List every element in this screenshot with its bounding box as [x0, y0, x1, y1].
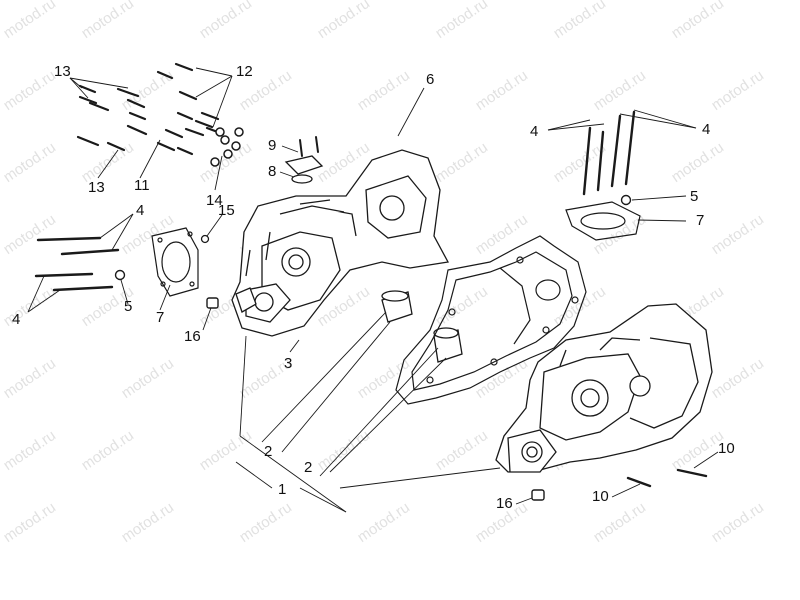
- drain-plug-left: [206, 297, 219, 309]
- leader-lines-right: [515, 109, 719, 505]
- dowel-pin-left: [114, 269, 126, 281]
- leader-lines-8-9: [279, 87, 425, 353]
- callout-1: 1: [278, 481, 287, 498]
- callout-8: 8: [268, 163, 277, 180]
- cylinder-gasket-left: [151, 227, 199, 297]
- leader-lines-left: [27, 213, 223, 331]
- callout-13b: 13: [88, 179, 105, 196]
- callout-16a: 16: [184, 328, 201, 345]
- callout-2b: 2: [304, 459, 313, 476]
- bolt-set-group: [76, 62, 225, 156]
- plate-8: [284, 155, 324, 184]
- callout-15: 15: [218, 202, 235, 219]
- bolts-9: [299, 136, 319, 157]
- drain-plug-right: [531, 489, 545, 501]
- cylinder-gasket-right: [565, 201, 641, 241]
- left-crankcase: [231, 149, 450, 337]
- callout-2a: 2: [264, 443, 273, 460]
- studs-left-group: [34, 236, 120, 292]
- callout-4b: 4: [12, 311, 21, 328]
- callout-6: 6: [426, 71, 435, 88]
- crankcase-gasket: [395, 235, 587, 405]
- callout-9: 9: [268, 137, 277, 154]
- callout-4a: 4: [136, 202, 145, 219]
- callout-10a: 10: [718, 440, 735, 457]
- callout-10b: 10: [592, 488, 609, 505]
- bearings-2: [381, 290, 463, 363]
- callout-13a: 13: [54, 63, 71, 80]
- assembly-lines: [235, 311, 501, 513]
- callout-7b: 7: [696, 212, 705, 229]
- callout-14: 14: [206, 192, 223, 209]
- washer-set-group: [210, 127, 244, 167]
- right-crankcase: [495, 303, 713, 473]
- callout-12: 12: [236, 63, 253, 80]
- callout-4d: 4: [702, 121, 711, 138]
- callout-3: 3: [284, 355, 293, 372]
- callout-5b: 5: [690, 188, 699, 205]
- studs-10: [626, 468, 708, 488]
- studs-right-group: [582, 110, 636, 196]
- dowel-pin-right: [620, 194, 632, 206]
- callout-16b: 16: [496, 495, 513, 512]
- callout-4c: 4: [530, 123, 539, 140]
- callout-11: 11: [134, 177, 150, 194]
- small-plug-15: [200, 234, 210, 244]
- leader-lines-topleft: [69, 67, 233, 191]
- callout-5a: 5: [124, 298, 133, 315]
- callout-7a: 7: [156, 309, 165, 326]
